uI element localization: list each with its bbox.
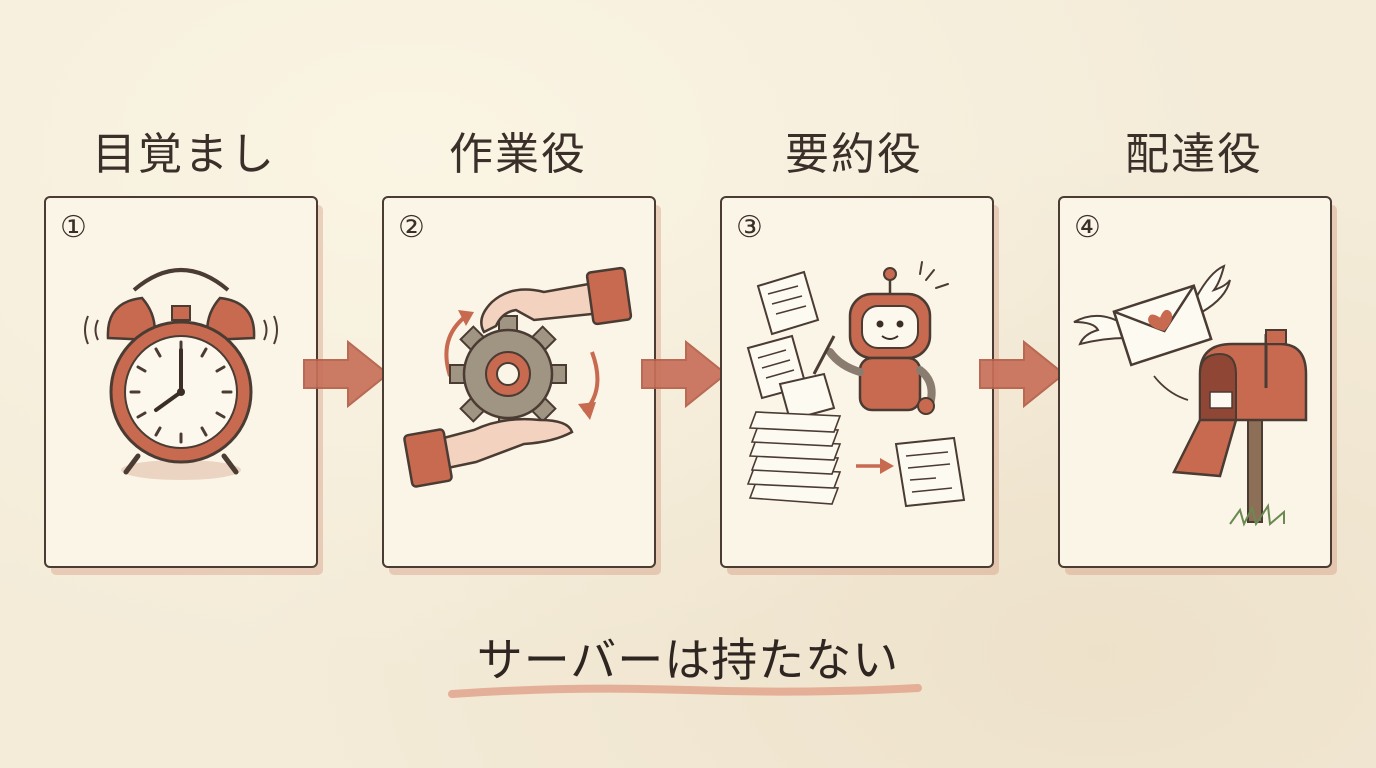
- step-card-worker: ②: [382, 196, 656, 568]
- step-title-summarizer: 要約役: [785, 129, 923, 180]
- step-title-worker: 作業役: [449, 129, 587, 180]
- mailbox-letter-icon: [1073, 264, 1308, 527]
- step-number: ③: [736, 210, 763, 245]
- hands-gear-icon: [403, 266, 633, 488]
- flow-arrow-2: [641, 339, 728, 409]
- step-card-wakeup: ①: [44, 196, 318, 568]
- flow-arrow-1: [303, 339, 390, 409]
- step-card-summarizer: ③: [720, 196, 994, 568]
- step-card-deliverer: ④: [1058, 196, 1332, 568]
- step-number: ①: [60, 210, 87, 245]
- step-number: ②: [398, 210, 425, 245]
- footer-caption: サーバーは持たない: [476, 633, 900, 687]
- alarm-clock-icon: [84, 268, 278, 480]
- step-title-wakeup: 目覚まし: [92, 129, 276, 180]
- footer-underline: [448, 684, 922, 698]
- flow-arrow-3: [979, 339, 1066, 409]
- step-number: ④: [1074, 210, 1101, 245]
- step-title-deliverer: 配達役: [1125, 129, 1263, 180]
- robot-documents-icon: [746, 261, 966, 508]
